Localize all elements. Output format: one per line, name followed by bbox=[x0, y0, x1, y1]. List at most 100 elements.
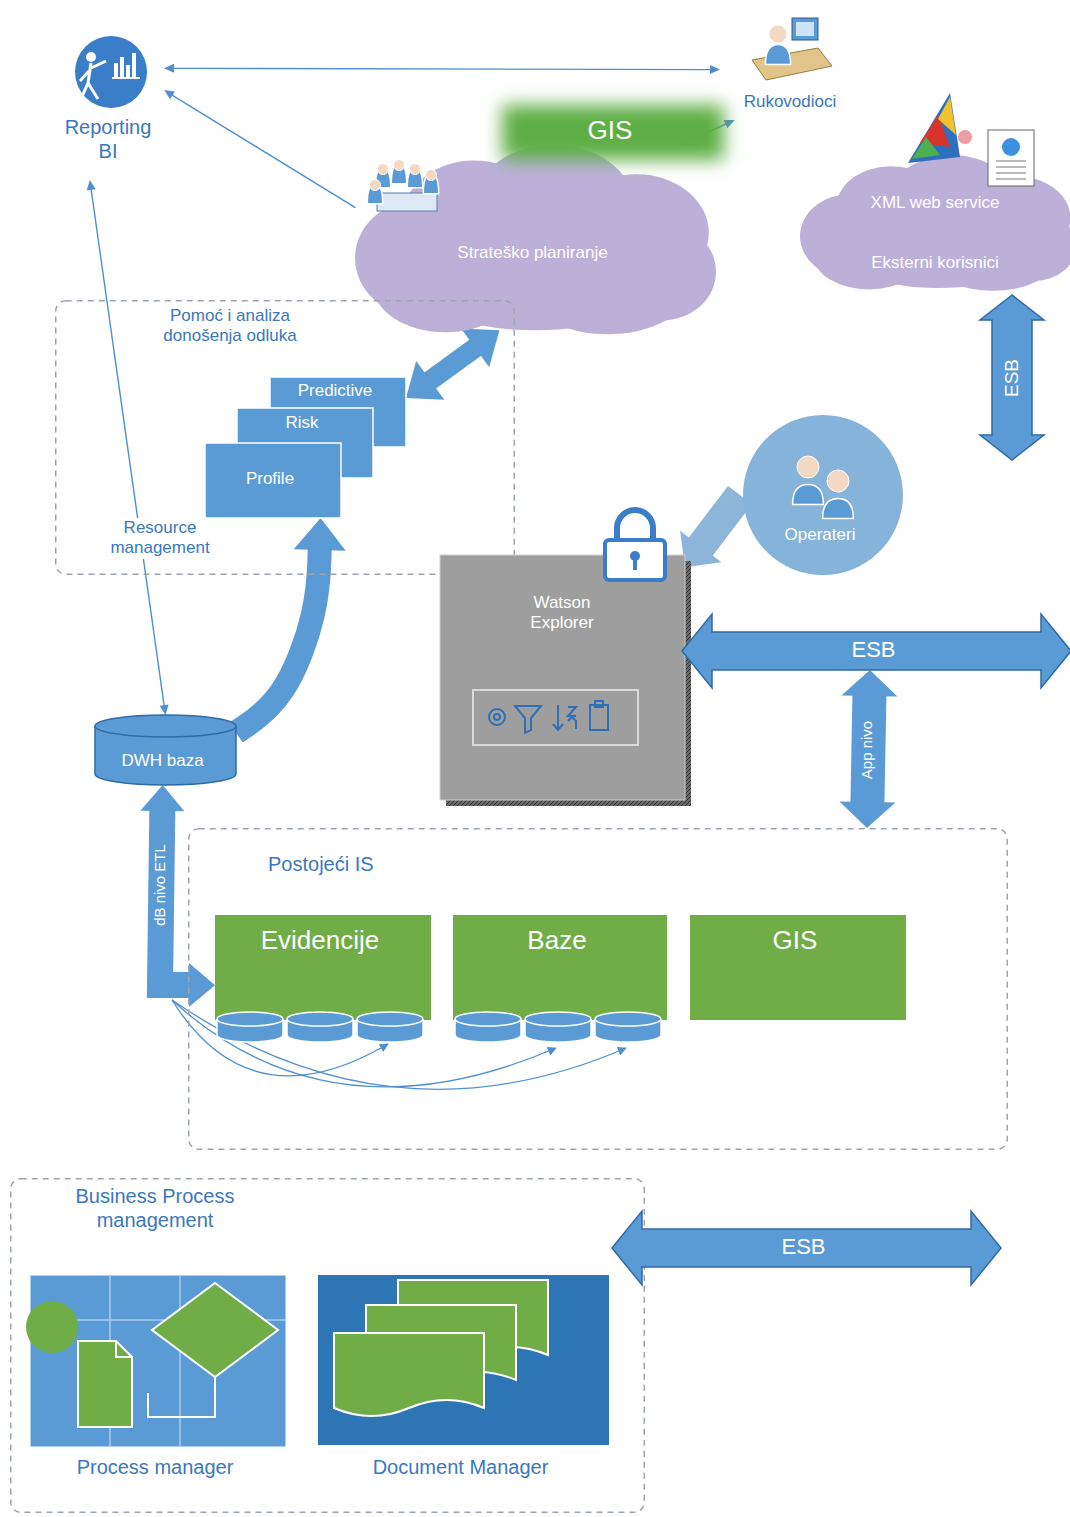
connector bbox=[680, 495, 740, 567]
diagram-part bbox=[114, 63, 118, 77]
arrow-head bbox=[164, 64, 174, 73]
diagram-part bbox=[743, 415, 903, 575]
diagram-part bbox=[996, 167, 1026, 168]
diagram-part bbox=[996, 179, 1026, 180]
connector bbox=[87, 180, 169, 715]
node-label: Postojeći IS bbox=[268, 852, 438, 876]
connector-line bbox=[172, 95, 355, 208]
arrow-head bbox=[406, 361, 444, 400]
diagram-part bbox=[988, 130, 1034, 186]
arrow-head bbox=[724, 120, 735, 128]
diagram-part bbox=[765, 45, 790, 65]
diagram-part bbox=[377, 193, 437, 211]
node-label: Strateško planiranje bbox=[355, 243, 710, 263]
node-label: Rukovodioci bbox=[720, 92, 860, 112]
engine-box: Watson Explorer bbox=[440, 555, 685, 800]
arrow-head bbox=[164, 90, 175, 99]
diagram-part bbox=[217, 1012, 283, 1026]
diagram-part bbox=[690, 915, 906, 1020]
diagram-part bbox=[56, 301, 515, 575]
diagram-part bbox=[792, 18, 818, 40]
node-label: DWH baza bbox=[95, 751, 230, 771]
diagram-part bbox=[378, 164, 389, 175]
node-label: Reporting BI bbox=[58, 115, 158, 163]
diagram-part bbox=[605, 510, 665, 580]
diagram-part bbox=[769, 25, 787, 43]
diagram-part bbox=[553, 705, 576, 730]
diagram-part bbox=[743, 415, 903, 575]
arrow-head bbox=[87, 180, 96, 191]
diagram-part bbox=[205, 443, 341, 518]
node-label: Process manager bbox=[30, 1455, 280, 1479]
diagram-part bbox=[355, 145, 716, 334]
diagram-part bbox=[215, 915, 431, 1020]
connector bbox=[236, 518, 346, 733]
report-icon: Reporting BI bbox=[58, 35, 164, 180]
diagram-part bbox=[410, 164, 421, 175]
diagram-part bbox=[179, 1275, 181, 1447]
actor-circle-shape bbox=[740, 415, 906, 575]
arrow-head bbox=[841, 670, 897, 697]
actor-circle: Operateri bbox=[740, 415, 906, 575]
diagram-part bbox=[633, 558, 637, 570]
diagram-part bbox=[453, 915, 667, 1042]
diagram-part bbox=[827, 470, 849, 492]
diagram-part bbox=[605, 540, 665, 580]
diagram-part bbox=[1002, 138, 1020, 156]
connector-line bbox=[173, 68, 711, 69]
connector bbox=[406, 328, 499, 399]
diagram-part bbox=[938, 97, 956, 135]
arrow-head bbox=[140, 785, 184, 811]
node-label: Resource management bbox=[90, 518, 230, 559]
connector bbox=[839, 670, 897, 828]
node-label: Pomoć i analiza donošenja odluka bbox=[150, 306, 310, 347]
system-box: GIS bbox=[690, 915, 906, 1020]
diagram-part bbox=[148, 1377, 215, 1417]
node-label: Eksterni korisnici bbox=[800, 253, 1070, 273]
arrow-head bbox=[710, 65, 720, 74]
diagram-part bbox=[357, 1012, 423, 1026]
diagram-part bbox=[682, 614, 1070, 688]
group-region: EvidencijeBazeGISPostojeći IS bbox=[188, 828, 1008, 1150]
bus-arrow: ESB bbox=[712, 632, 1041, 670]
diagram-part bbox=[116, 1341, 132, 1357]
diagram-part bbox=[800, 93, 1070, 291]
document-tool: Document Manager bbox=[318, 1275, 609, 1490]
diagram-part bbox=[752, 18, 832, 80]
diagram-part bbox=[367, 160, 438, 212]
node-label: GIS bbox=[490, 115, 730, 146]
cloud-shape-shape bbox=[355, 145, 716, 340]
diagram-part bbox=[590, 705, 608, 730]
diagram-part bbox=[525, 1012, 591, 1026]
diagram-part bbox=[132, 53, 136, 77]
diagram-part bbox=[11, 1179, 645, 1513]
diagram-part bbox=[440, 555, 685, 800]
diagram-part bbox=[56, 301, 515, 575]
arrow-head bbox=[189, 963, 215, 1007]
arrow-head bbox=[839, 801, 895, 828]
diagram-part bbox=[11, 1179, 645, 1513]
node-label: ESB bbox=[642, 1234, 965, 1260]
diagram-part bbox=[95, 715, 236, 737]
diagram-part bbox=[370, 180, 381, 191]
diagram-part bbox=[908, 93, 960, 163]
diagram-part bbox=[796, 22, 814, 36]
node-label: Baze bbox=[453, 925, 661, 956]
glow-band: GIS bbox=[490, 95, 736, 170]
diagram-part bbox=[189, 829, 1008, 1150]
node-label: XML web service bbox=[800, 193, 1070, 213]
group-region: Process manager Document Manager Business … bbox=[10, 1178, 645, 1513]
diagram-part bbox=[126, 65, 130, 77]
node-label: Predictive bbox=[270, 381, 400, 401]
diagram-part bbox=[30, 1275, 286, 1447]
database-cylinder-shape bbox=[95, 715, 236, 785]
diagram-part bbox=[595, 701, 603, 707]
node-label: GIS bbox=[690, 925, 900, 956]
diagram-part bbox=[690, 915, 906, 1020]
diagram-part bbox=[996, 173, 1026, 174]
bus-arrow: ESB bbox=[992, 320, 1032, 435]
diagram-part bbox=[494, 714, 500, 720]
diagram-part bbox=[334, 1333, 484, 1416]
diagram-part bbox=[823, 498, 854, 518]
node-label: Business Process management bbox=[55, 1184, 255, 1232]
